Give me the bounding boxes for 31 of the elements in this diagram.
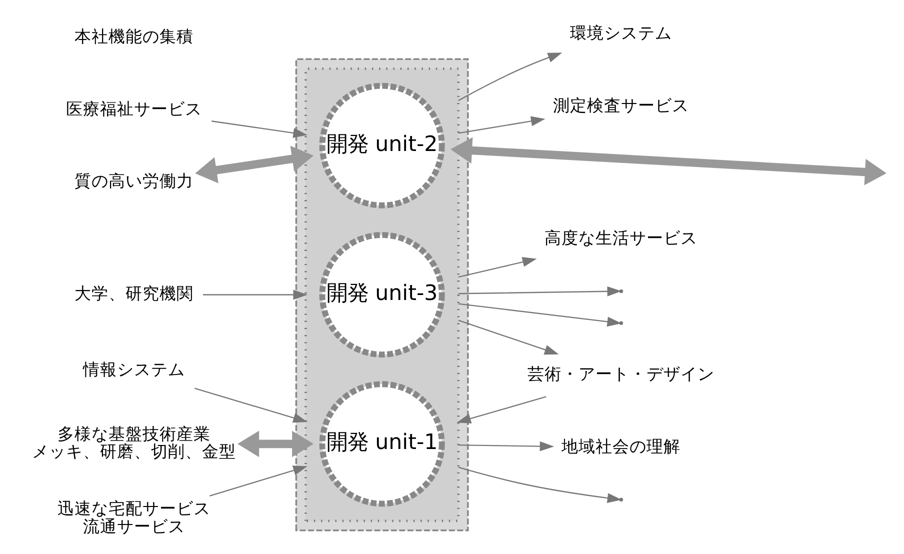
arrow [458, 116, 546, 134]
arrow [458, 303, 622, 327]
node-circle: 開発 unit-3 [319, 232, 445, 358]
arrow [458, 320, 559, 355]
arrow [456, 396, 546, 424]
node-text: 高度な生活サービス [544, 228, 698, 248]
arrow [458, 286, 622, 296]
arrow [212, 120, 308, 138]
arrow [194, 388, 308, 423]
arrow [458, 52, 562, 102]
node-text: 環境システム [570, 24, 672, 43]
node-text: 測定検査サービス [553, 96, 690, 115]
arrow [458, 466, 622, 503]
node-text: 医療福祉サービス [66, 99, 202, 118]
node-text: 迅速な宅配サービス 流通サービス [58, 499, 211, 536]
arrow [209, 466, 308, 496]
arrow [238, 430, 314, 458]
arrow [458, 257, 537, 278]
node-text: 地域社会の理解 [562, 436, 681, 456]
node-text: 多様な基盤技術産業 メッキ、研磨、切削、金型 [32, 424, 236, 462]
arrow [458, 441, 554, 452]
node-text: 質の高い労働力 [74, 172, 194, 191]
label: 本社機能の集積 [74, 27, 194, 46]
node-text: 情報システム [83, 360, 186, 379]
arrow [202, 290, 308, 300]
node-circle: 開発 unit-1 [319, 381, 445, 507]
arrow [450, 137, 886, 186]
node-circle: 開発 unit-2 [319, 82, 445, 208]
arrow [195, 146, 314, 184]
node-text: 大学、研究機関 [74, 284, 194, 304]
node-text: 芸術・アート・デザイン [528, 364, 715, 384]
